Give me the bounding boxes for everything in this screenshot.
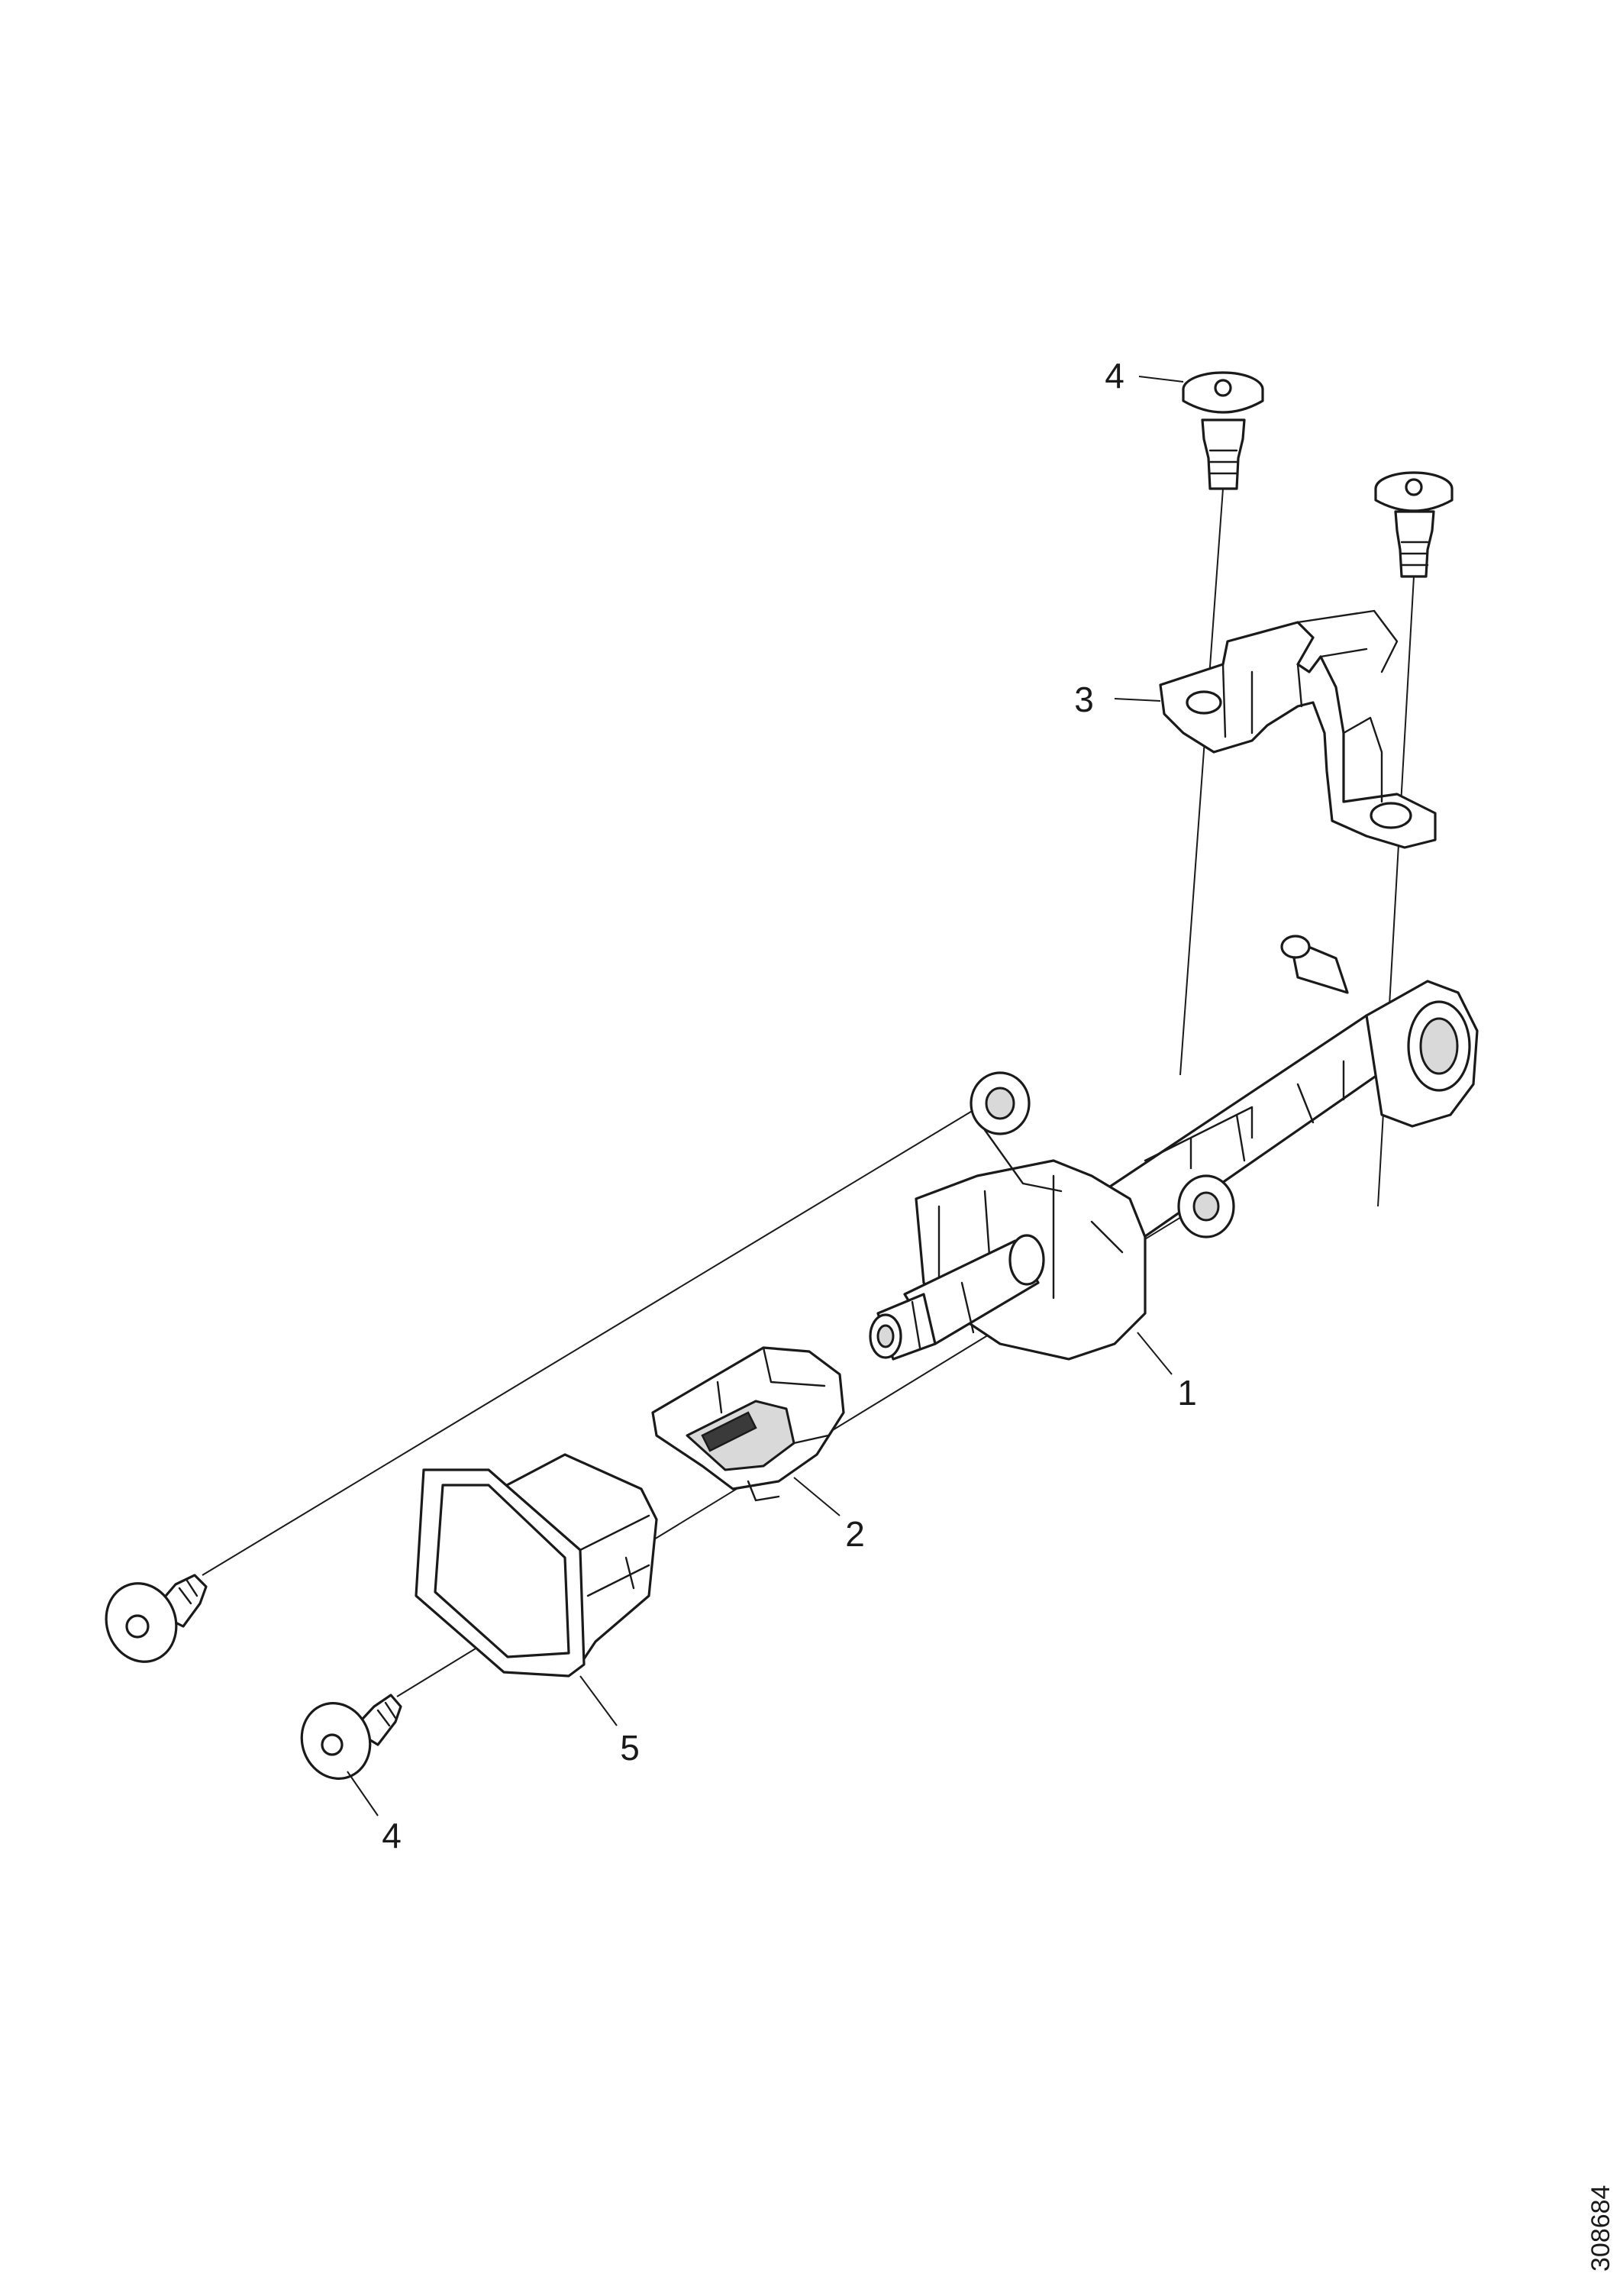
leader-5 [579, 1675, 618, 1726]
callout-labels: 1 2 3 4 4 5 [382, 356, 1197, 1855]
figure-number: 308684 [1586, 2185, 1615, 2272]
callout-2: 2 [845, 1514, 865, 1554]
bracket-part-3 [1114, 609, 1437, 849]
screw-top-left [1138, 371, 1264, 490]
callout-1: 1 [1177, 1373, 1197, 1413]
leader-4-top [1138, 376, 1184, 383]
screw-top-right [1374, 471, 1454, 578]
callout-5: 5 [620, 1728, 640, 1768]
callout-4-bottom: 4 [382, 1816, 402, 1855]
housing-part-1 [869, 935, 1479, 1375]
switch-module-part-2 [651, 1346, 845, 1516]
screw-bottom [300, 1694, 402, 1816]
screw-left [105, 1574, 208, 1663]
callout-3: 3 [1074, 680, 1094, 719]
leader-1 [1137, 1332, 1173, 1375]
leader-2 [793, 1477, 841, 1516]
axis-left-screw [202, 1105, 982, 1576]
leader-3 [1114, 698, 1161, 702]
axis-top-screw-left [1179, 488, 1224, 1076]
callout-4-top: 4 [1105, 356, 1124, 396]
leader-4-bottom [347, 1771, 379, 1816]
cover-part-5 [415, 1453, 658, 1726]
